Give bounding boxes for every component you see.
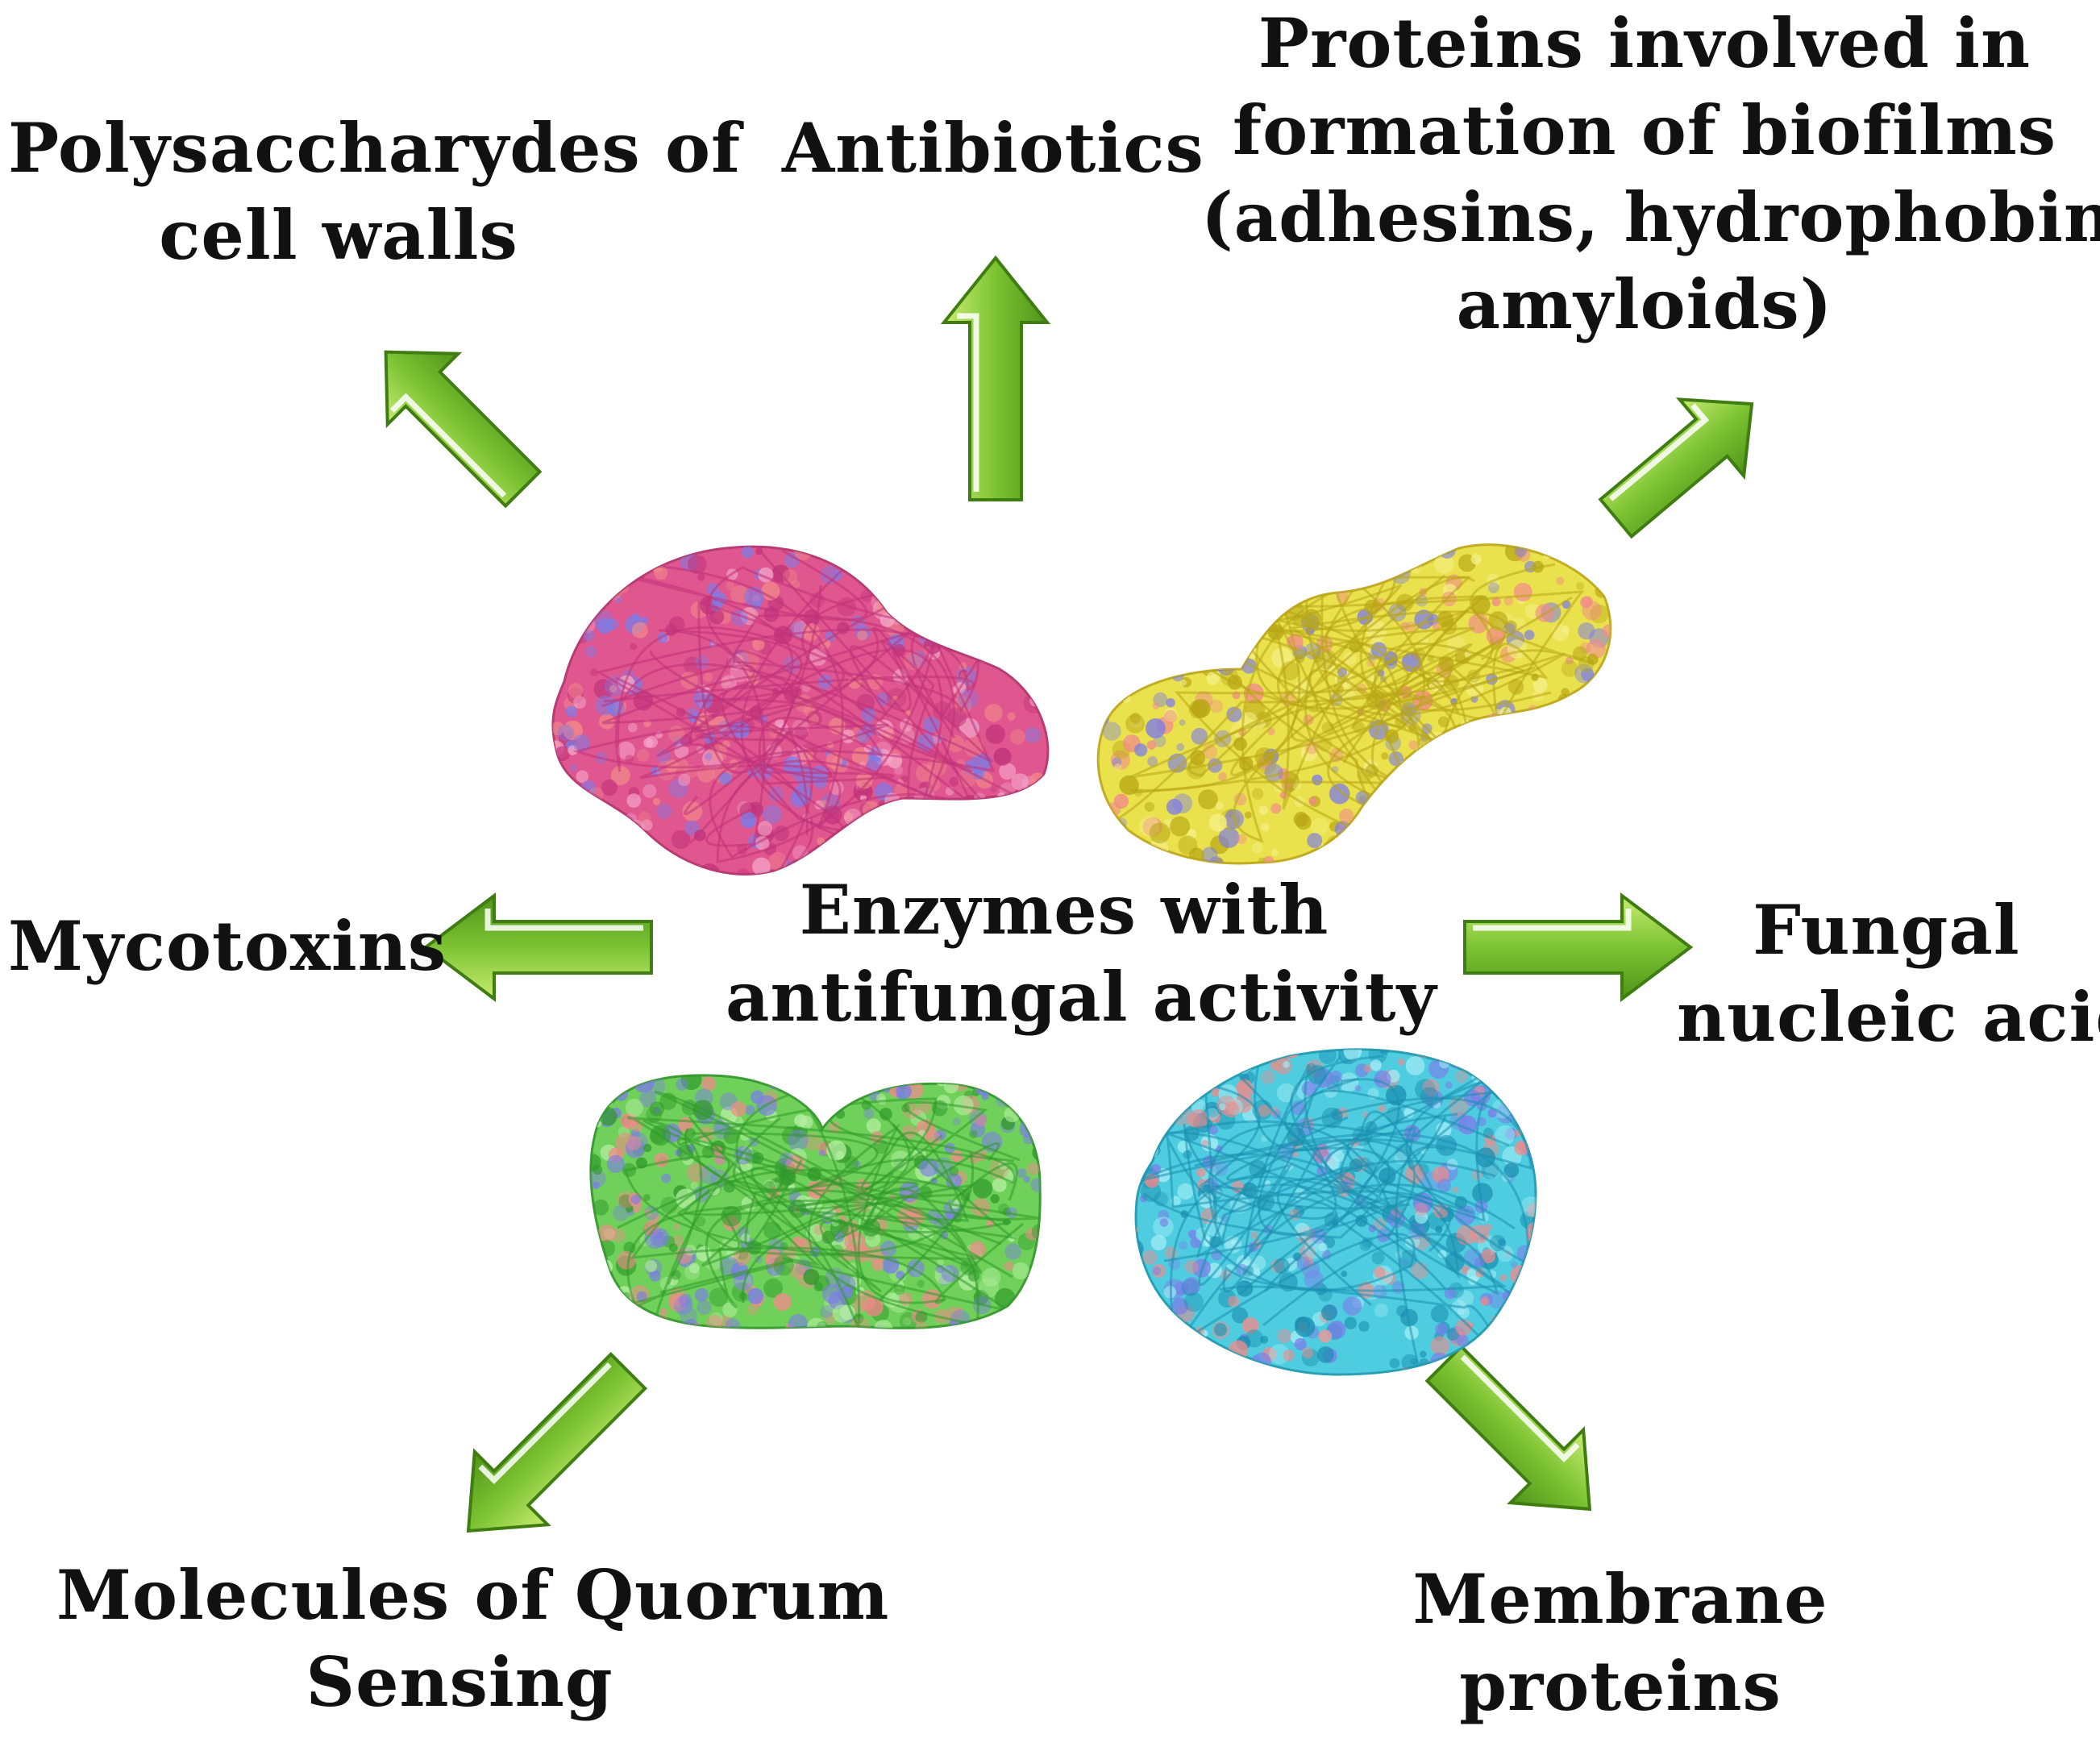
label-polysaccharides: Polysaccharydes of cell walls [8, 105, 742, 279]
label-center-enzymes: Enzymes with antifungal activity [726, 867, 1437, 1041]
protein-structure-icon [1134, 1048, 1537, 1376]
protein-structure-icon [551, 545, 1050, 876]
label-antibiotics-line-1: Antibiotics [782, 108, 1204, 188]
label-polysaccharides-line-1: Polysaccharydes of [8, 108, 742, 188]
protein-surface-texture [1136, 1049, 1536, 1375]
arrow-to-membrane-proteins [1424, 1344, 1592, 1512]
label-biofilm-proteins-line-3: (adhesins, hydrophobins, [1201, 177, 2100, 257]
label-biofilm-proteins-line-1: Proteins involved in [1258, 3, 2031, 83]
arrow-to-biofilm-proteins [1598, 397, 1754, 539]
protein-structure-icon [1096, 543, 1612, 865]
protein-structure-icon [589, 1074, 1042, 1329]
label-membrane-proteins-line-2: proteins [1459, 1646, 1782, 1726]
arrow-to-polysaccharides [384, 350, 543, 509]
arrow-icon [384, 350, 543, 509]
label-quorum-sensing-line-1: Molecules of Quorum [56, 1555, 890, 1635]
label-nucleic-acids: Fungal nucleic acids [1677, 887, 2100, 1061]
label-membrane-proteins-line-1: Membrane [1412, 1559, 1828, 1639]
label-nucleic-acids-line-2: nucleic acids [1677, 977, 2100, 1057]
label-biofilm-proteins: Proteins involved in formation of biofil… [1201, 0, 2100, 348]
label-quorum-sensing: Molecules of Quorum Sensing [56, 1552, 890, 1726]
arrow-icon [940, 255, 1051, 501]
arrow-icon [1598, 397, 1754, 539]
arrow-to-antibiotics [940, 255, 1051, 501]
label-polysaccharides-line-2: cell walls [159, 195, 518, 275]
label-quorum-sensing-line-2: Sensing [306, 1642, 613, 1722]
arrow-icon [1424, 1344, 1592, 1512]
label-membrane-proteins: Membrane proteins [1395, 1556, 1846, 1730]
protein-surface-texture [590, 1075, 1041, 1329]
label-biofilm-proteins-line-4: amyloids) [1456, 264, 1833, 344]
label-antibiotics: Antibiotics [782, 105, 1204, 192]
arrow-icon [422, 892, 653, 1003]
arrow-to-quorum-sensing [466, 1351, 648, 1533]
label-nucleic-acids-line-1: Fungal [1753, 890, 2020, 970]
label-center-line-2: antifungal activity [726, 957, 1437, 1037]
arrow-icon [1463, 892, 1694, 1003]
arrow-icon [466, 1351, 648, 1533]
label-biofilm-proteins-line-2: formation of biofilms [1233, 90, 2056, 170]
arrow-to-mycotoxins [422, 892, 653, 1003]
label-mycotoxins-line-1: Mycotoxins [8, 906, 447, 986]
label-center-line-1: Enzymes with [799, 870, 1329, 950]
label-mycotoxins: Mycotoxins [8, 903, 447, 990]
arrow-to-nucleic-acids [1463, 892, 1694, 1003]
